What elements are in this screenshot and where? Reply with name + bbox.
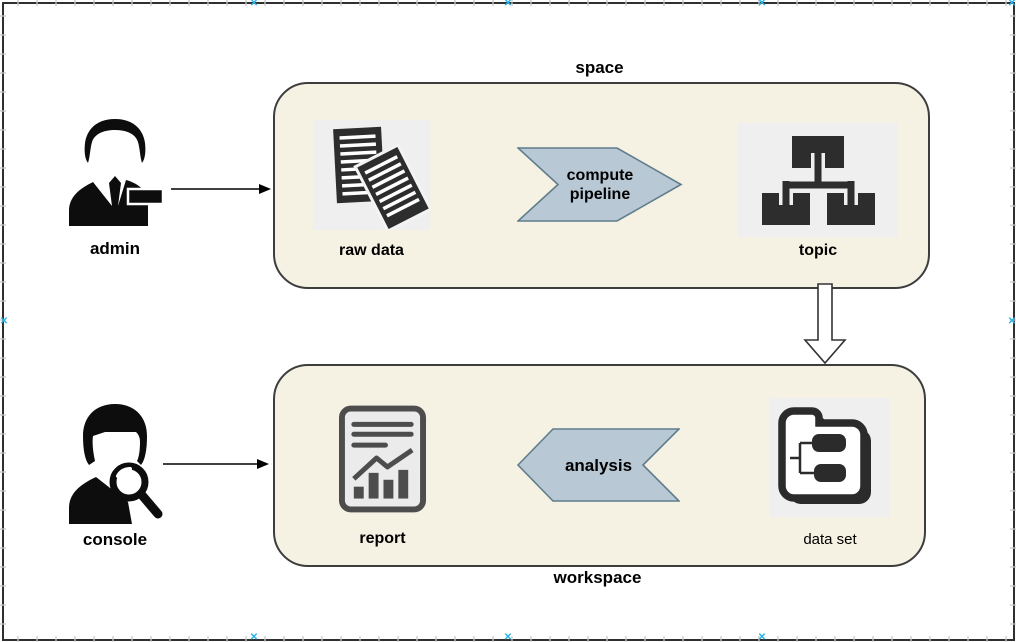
analysis-node[interactable]: analysis bbox=[517, 428, 680, 502]
raw-data-documents-icon bbox=[333, 126, 430, 230]
console-person-magnifier-icon bbox=[69, 404, 163, 524]
page-marker-icon: ✕ bbox=[1007, 0, 1016, 9]
console-actor[interactable] bbox=[66, 402, 164, 524]
data-set-node[interactable] bbox=[770, 398, 890, 517]
page-marker-icon: ✕ bbox=[757, 632, 767, 642]
chevron-right-icon bbox=[517, 147, 683, 222]
compute-pipeline-node[interactable]: compute pipeline bbox=[517, 147, 683, 222]
console-label: console bbox=[82, 530, 148, 549]
page-marker-icon: ✕ bbox=[0, 316, 9, 327]
space-title: space bbox=[575, 58, 624, 77]
report-document-chart-icon bbox=[338, 405, 427, 513]
chevron-left-icon bbox=[517, 428, 680, 502]
admin-to-space-arrow[interactable] bbox=[170, 181, 272, 197]
topic-node[interactable] bbox=[738, 123, 898, 237]
topic-label: topic bbox=[798, 242, 838, 259]
raw-data-label: raw data bbox=[339, 242, 404, 259]
compute-pipeline-line2: pipeline bbox=[569, 185, 631, 203]
data-set-label: data set bbox=[803, 531, 857, 548]
space-to-workspace-arrow[interactable] bbox=[800, 283, 850, 365]
page-marker-icon: ✕ bbox=[1007, 316, 1016, 327]
console-to-workspace-arrow[interactable] bbox=[162, 456, 270, 472]
raw-data-node[interactable] bbox=[313, 120, 430, 230]
report-label: report bbox=[359, 530, 406, 547]
workspace-title: workspace bbox=[553, 568, 642, 587]
admin-actor[interactable] bbox=[66, 116, 164, 226]
page-marker-icon: ✕ bbox=[757, 0, 767, 9]
report-node[interactable] bbox=[338, 404, 427, 514]
page-marker-icon: ✕ bbox=[503, 632, 513, 642]
admin-label: admin bbox=[89, 239, 141, 258]
analysis-text: analysis bbox=[564, 455, 633, 475]
compute-pipeline-line1: compute bbox=[566, 166, 634, 184]
admin-person-icon bbox=[69, 119, 164, 226]
analysis-label: analysis bbox=[517, 428, 680, 502]
topic-hierarchy-icon bbox=[762, 136, 875, 225]
page-marker-icon: ✕ bbox=[249, 0, 259, 9]
compute-pipeline-label: compute pipeline bbox=[517, 147, 683, 222]
data-set-folder-icon bbox=[778, 407, 871, 504]
page-marker-icon: ✕ bbox=[249, 632, 259, 642]
page-marker-icon: ✕ bbox=[503, 0, 513, 9]
